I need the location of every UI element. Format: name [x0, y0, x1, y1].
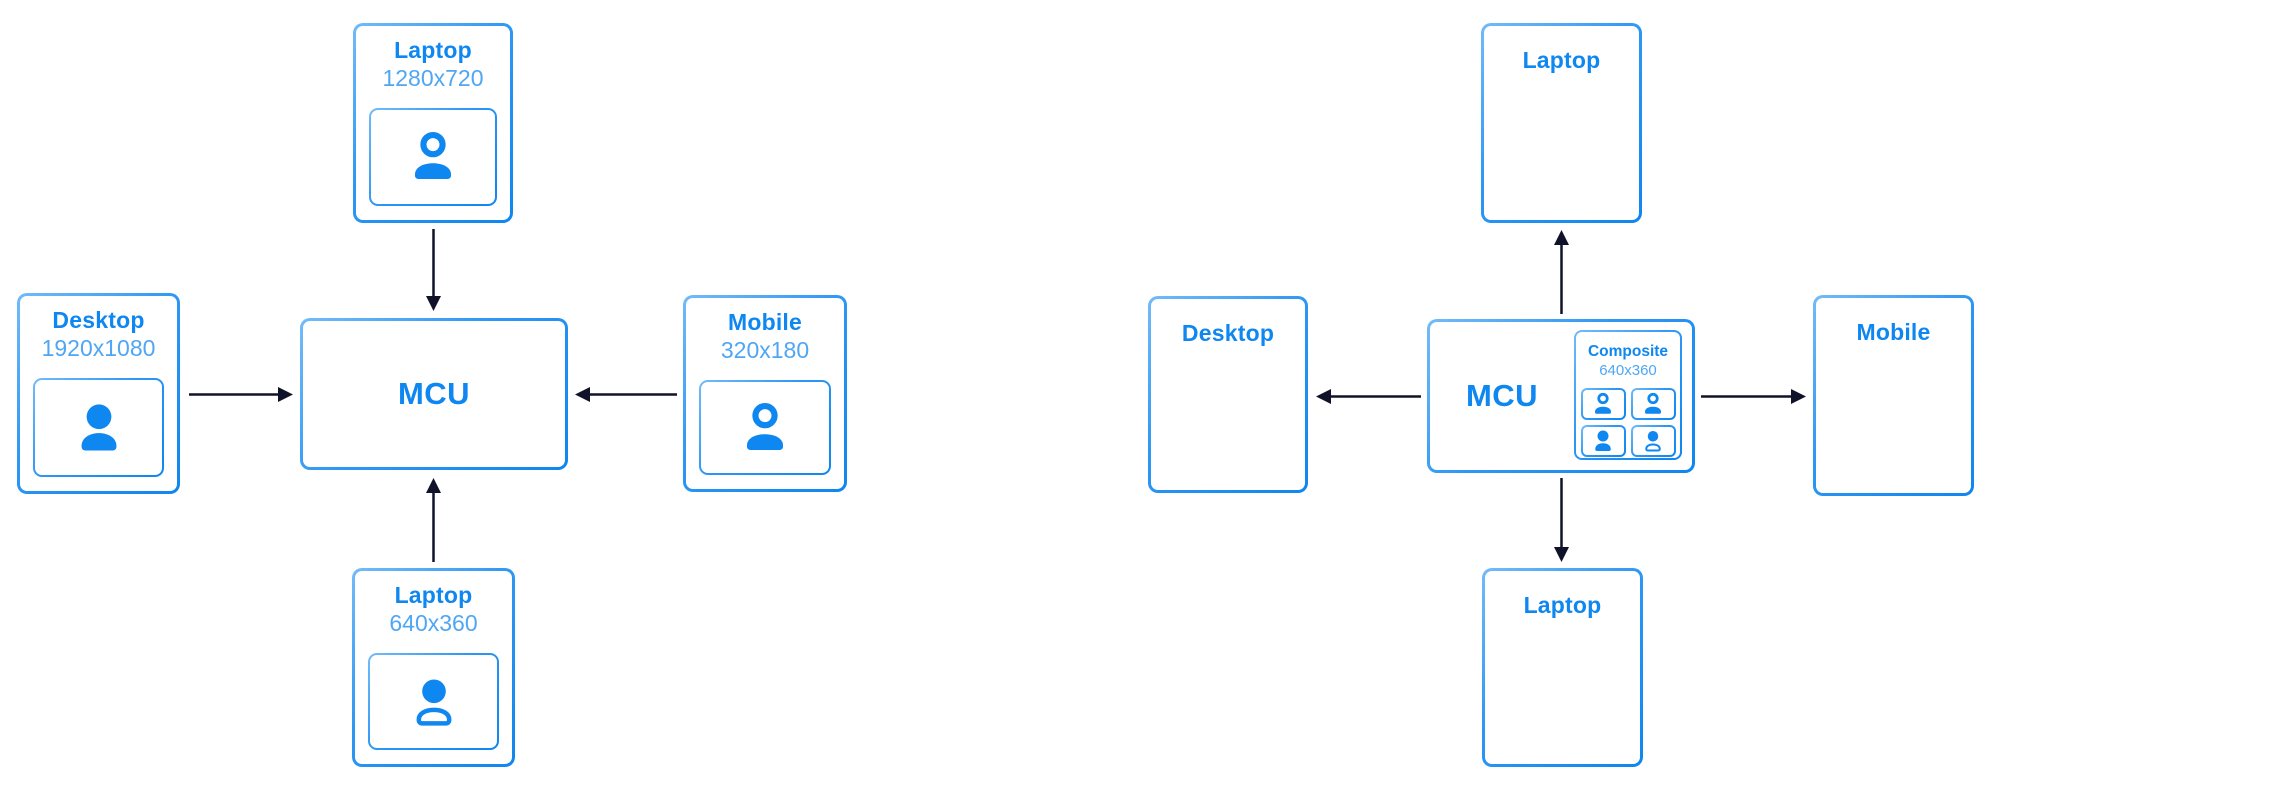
video-tile: [368, 653, 499, 750]
composite-tile: [1631, 425, 1676, 457]
device-box-laptop-top: Laptop: [1481, 23, 1642, 223]
person-filled-icon: [1591, 429, 1615, 453]
person-filled-head-outline-shoulders-icon: [407, 675, 461, 729]
mcu-box: MCU Composite 640x360: [1427, 319, 1695, 473]
device-title: Desktop: [1181, 320, 1275, 346]
video-tile: [369, 108, 497, 206]
device-box-mobile: Mobile 320x180: [683, 295, 847, 492]
composite-tile: [1581, 425, 1626, 457]
person-filled-icon: [72, 401, 126, 455]
person-filled-head-outline-shoulders-icon: [1641, 429, 1665, 453]
mcu-box: MCU: [300, 318, 568, 470]
device-title: Mobile: [727, 309, 803, 335]
device-resolution: 1920x1080: [41, 335, 156, 361]
mcu-label: MCU: [1465, 378, 1539, 413]
device-title: Laptop: [1522, 47, 1601, 73]
device-resolution: 1280x720: [382, 65, 484, 91]
device-box-laptop-bottom: Laptop 640x360: [352, 568, 515, 767]
device-box-mobile: Mobile: [1813, 295, 1974, 496]
person-ring-head-icon: [1591, 392, 1615, 416]
composite-tile-grid: [1581, 388, 1676, 457]
video-tile: [33, 378, 164, 477]
device-box-laptop-top: Laptop 1280x720: [353, 23, 513, 223]
mcu-label-area: MCU: [1430, 322, 1574, 470]
device-box-desktop: Desktop: [1148, 296, 1308, 493]
device-title: Laptop: [1523, 592, 1602, 618]
composite-tile: [1631, 388, 1676, 420]
device-title: Laptop: [394, 582, 473, 608]
composite-tile: [1581, 388, 1626, 420]
device-title: Mobile: [1856, 319, 1931, 345]
device-title: Laptop: [394, 37, 472, 63]
person-ring-head-icon: [738, 401, 792, 455]
mcu-label: MCU: [397, 376, 471, 411]
person-ring-head-icon: [406, 130, 460, 184]
composite-box: Composite 640x360: [1574, 330, 1682, 460]
composite-title: Composite: [1587, 343, 1669, 360]
device-resolution: 320x180: [720, 337, 810, 363]
composite-resolution: 640x360: [1599, 362, 1657, 379]
video-tile: [699, 380, 831, 475]
person-ring-head-icon: [1641, 392, 1665, 416]
device-box-desktop: Desktop 1920x1080: [17, 293, 180, 494]
device-resolution: 640x360: [389, 610, 478, 636]
device-title: Desktop: [52, 307, 145, 333]
device-box-laptop-bottom: Laptop: [1482, 568, 1643, 767]
